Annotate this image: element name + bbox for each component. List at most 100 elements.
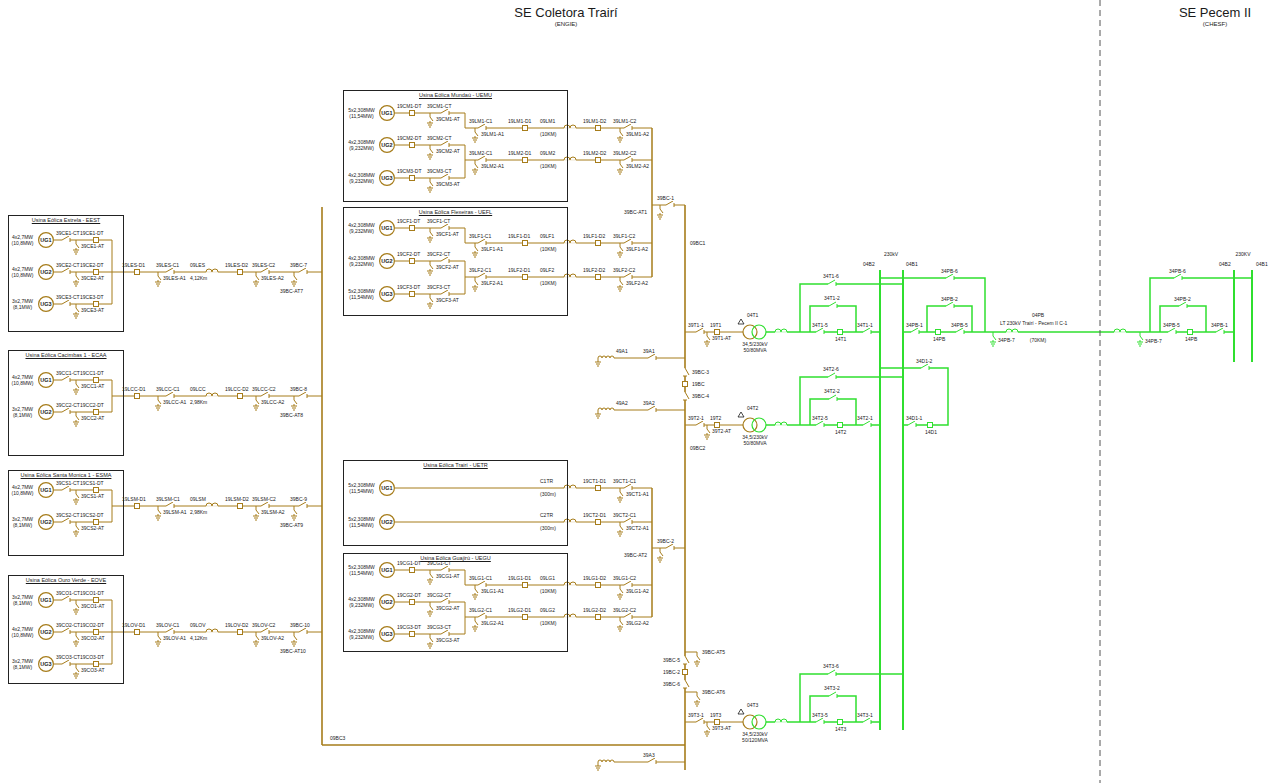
equipment-tag: 19BC [692,381,705,387]
wire [620,281,623,285]
equipment-tag: 39LF1-A1 [481,246,503,252]
wire [299,502,306,506]
wire [674,546,675,550]
wire [478,124,485,128]
wire [618,597,622,598]
equipment-tag: 39CT1-A1 [626,491,649,497]
breaker-symbol [936,330,941,335]
wire [75,678,77,679]
wire [62,268,69,272]
wire [76,416,79,420]
coil-symbol [564,485,576,488]
equipment-tag: 34PB-1 [906,322,923,328]
busbar-tag: 04B2 [863,261,875,267]
equipment-tag: 39BC-AT2 [624,552,647,558]
equipment-tag: 39LES-C2 [252,262,275,268]
wire [307,394,308,398]
wire [256,400,259,404]
wire [903,331,1234,333]
wire [75,536,77,537]
wire [74,676,78,677]
generator-rating: 3x2,7MW (8,1MW) [9,658,36,670]
wire [707,726,710,730]
wire [429,616,431,617]
generator-circle: UG2 [379,594,395,610]
equipment-tag: 39LSM-C2 [252,496,276,502]
wire [449,176,450,180]
wire [76,526,79,530]
equipment-tag: 39CT1-C1 [613,478,636,484]
wire [478,156,485,160]
generator-rating: 4x2,308MW (9,232MW) [346,628,377,640]
equipment-tag: 39T2-AT [712,428,731,434]
equipment-tag: 39CC2-AT [81,415,104,421]
wire [695,704,699,705]
wire [292,518,296,519]
wire [294,636,297,640]
wire [73,390,79,391]
wire [598,358,599,362]
generator-name: UG3 [38,656,54,672]
wire [62,236,69,240]
wire [430,232,433,236]
generator-rating: 4x2,7MW (10,8MW) [9,374,36,386]
equipment-tag: 39BC-7 [290,262,307,268]
wire [683,376,687,377]
wire [70,630,71,634]
wire [156,408,160,409]
wire [449,226,450,230]
wire [1187,304,1188,308]
wire [620,247,623,251]
wire [632,486,633,490]
generator-symbol [39,515,54,530]
wire [707,425,708,429]
equipment-tag: 34PB-7 [998,337,1015,343]
wire [76,304,77,308]
wire [166,502,173,506]
equipment-tag: 34T1-1 [857,322,873,328]
equipment-tag: 39LM1-A1 [481,131,504,137]
wire [829,395,836,399]
generator-circle: UG1 [379,480,395,496]
wire [427,644,433,645]
generator-name: UG2 [379,137,395,153]
wire [619,502,621,503]
wire [294,632,295,636]
equipment-tag: 19CF3-DT [397,284,420,290]
equipment-tag: 39LCC-C1 [156,386,180,392]
wire [475,281,478,285]
wire [696,421,703,425]
generator-name: UG2 [379,253,395,269]
wire [430,117,433,121]
wire [486,158,487,162]
transformer-tag: 04T1 [747,312,758,318]
breaker-symbol [1188,330,1193,335]
wire [254,644,258,645]
wire [299,268,306,272]
equipment-tag: 39CE1-AT [81,243,104,249]
wire [684,205,686,770]
wire [73,250,79,251]
wire [321,207,323,745]
wire [617,532,623,533]
wind-plant-box: Usina Eólica Cacimbas 1 - ECAAUG1UG2 [8,350,124,456]
wire [157,410,159,411]
wire [954,304,955,308]
equipment-tag: 34T2-2 [824,388,840,394]
equipment-tag: 19CT2-D1 [583,512,606,518]
wire [829,692,836,696]
wire [166,268,173,272]
equipment-tag: 39LES-C1 [156,262,179,268]
equipment-tag: 19LG2-D2 [583,607,606,613]
wire [1137,342,1143,343]
equipment-tag: 39LCC-A2 [261,399,284,405]
wire [76,600,77,604]
generator-symbol [39,483,54,498]
wire [156,284,160,285]
generator-circle: UG1 [38,592,54,608]
busbar-tag: 04B1 [1256,261,1268,267]
equipment-tag: 19CG2-DT [397,592,421,598]
wire [74,644,78,645]
wire [1168,328,1175,332]
wire [632,520,633,524]
